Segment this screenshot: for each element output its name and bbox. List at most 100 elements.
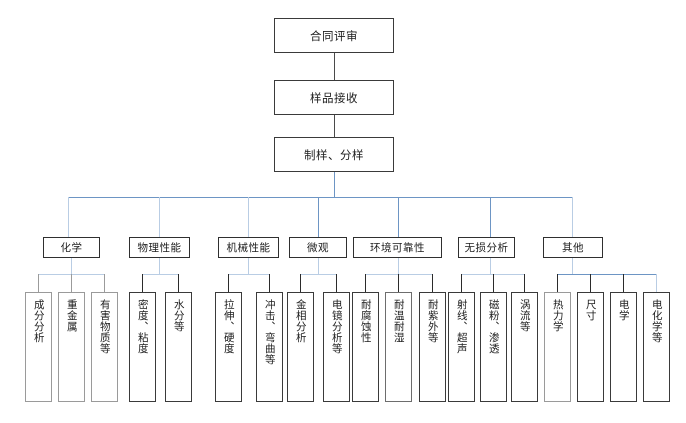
leaf-label: 成分分析	[32, 299, 45, 343]
leaf-composition-analysis[interactable]: 成分分析	[25, 292, 52, 402]
connector-nondestructive-child-3	[524, 274, 525, 292]
connector-others-child-4	[656, 274, 657, 292]
connector-environmental-child-2	[398, 274, 399, 292]
connector-receiving-to-preparation	[334, 115, 335, 137]
main-branch-bus	[68, 197, 573, 198]
connector-bus-to-mechanical	[248, 197, 249, 237]
connector-others-child-2	[590, 274, 591, 292]
leaf-label: 电镜分析等	[330, 299, 343, 354]
connector-bus-to-nondestructive	[490, 197, 491, 237]
category-non-destructive-analysis[interactable]: 无损分析	[458, 237, 515, 258]
connector-preparation-to-bus	[334, 172, 335, 197]
connector-environmental-child-3	[432, 274, 433, 292]
category-others[interactable]: 其他	[543, 237, 603, 258]
connector-others-child-1	[557, 274, 558, 292]
connector-bus-to-chemistry	[68, 197, 69, 237]
category-microscopic[interactable]: 微观	[289, 237, 347, 258]
leaf-heavy-metals[interactable]: 重金属	[58, 292, 85, 402]
leaf-label: 射线、超声	[455, 299, 468, 354]
leaf-electrochemistry[interactable]: 电化学等	[643, 292, 670, 402]
sub-bus-others	[557, 274, 656, 275]
connector-microscopic-child-1	[300, 274, 301, 292]
connector-physical-child-2	[178, 274, 179, 292]
category-environmental-reliability[interactable]: 环境可靠性	[353, 237, 442, 258]
category-label: 其他	[562, 242, 584, 254]
leaf-label: 金相分析	[294, 299, 307, 343]
connector-environmental-stem	[398, 258, 399, 274]
connector-physical-child-1	[142, 274, 143, 292]
connector-microscopic-stem	[318, 258, 319, 274]
connector-chemistry-stem	[71, 258, 72, 274]
connector-microscopic-child-2	[336, 274, 337, 292]
connector-mechanical-stem	[248, 258, 249, 274]
leaf-label: 拉伸、硬度	[222, 299, 235, 354]
leaf-corrosion-resistance[interactable]: 耐腐蚀性	[352, 292, 379, 402]
leaf-tensile-hardness[interactable]: 拉伸、硬度	[215, 292, 242, 402]
connector-contract-to-receiving	[334, 53, 335, 80]
leaf-label: 电化学等	[650, 299, 663, 343]
connector-others-child-3	[623, 274, 624, 292]
leaf-temperature-humidity-resistance[interactable]: 耐温耐湿	[385, 292, 412, 402]
category-label: 化学	[60, 242, 83, 254]
node-label: 制样、分样	[304, 147, 364, 162]
connector-others-stem	[572, 258, 573, 274]
leaf-density-viscosity[interactable]: 密度、粘度	[129, 292, 156, 402]
connector-bus-to-environmental	[398, 197, 399, 237]
leaf-dimensions[interactable]: 尺寸	[577, 292, 604, 402]
leaf-electron-microscopy[interactable]: 电镜分析等	[323, 292, 350, 402]
category-label: 物理性能	[137, 242, 182, 254]
leaf-label: 密度、粘度	[136, 299, 149, 354]
leaf-uv-resistance[interactable]: 耐紫外等	[419, 292, 446, 402]
leaf-label: 水分等	[172, 299, 185, 332]
leaf-eddy-current[interactable]: 涡流等	[511, 292, 538, 402]
connector-chemistry-child-3	[104, 274, 105, 292]
category-mechanical-properties[interactable]: 机械性能	[218, 237, 279, 258]
leaf-hazardous-substances[interactable]: 有害物质等	[91, 292, 118, 402]
leaf-impact-bending[interactable]: 冲击、弯曲等	[256, 292, 283, 402]
leaf-label: 耐温耐湿	[392, 299, 405, 343]
sub-bus-microscopic	[300, 274, 336, 275]
leaf-label: 有害物质等	[98, 299, 111, 354]
leaf-label: 热力学	[551, 299, 564, 332]
node-label: 样品接收	[310, 90, 358, 105]
node-contract-review[interactable]: 合同评审	[274, 18, 394, 53]
leaf-label: 耐紫外等	[426, 299, 439, 343]
connector-mechanical-child-2	[269, 274, 270, 292]
leaf-metallographic-analysis[interactable]: 金相分析	[287, 292, 314, 402]
leaf-electrical[interactable]: 电学	[610, 292, 637, 402]
connector-nondestructive-child-1	[461, 274, 462, 292]
category-label: 机械性能	[226, 242, 271, 254]
category-label: 环境可靠性	[370, 242, 425, 254]
category-label: 微观	[307, 242, 329, 254]
leaf-moisture[interactable]: 水分等	[165, 292, 192, 402]
connector-mechanical-child-1	[228, 274, 229, 292]
leaf-label: 磁粉、渗透	[487, 299, 500, 354]
connector-chemistry-child-1	[38, 274, 39, 292]
sub-bus-nondestructive	[461, 274, 524, 275]
sub-bus-mechanical	[228, 274, 269, 275]
leaf-magnetic-particle-penetrant[interactable]: 磁粉、渗透	[480, 292, 507, 402]
connector-physical-stem	[159, 258, 160, 274]
category-physical-properties[interactable]: 物理性能	[129, 237, 190, 258]
connector-bus-to-microscopic	[318, 197, 319, 237]
leaf-radiography-ultrasonic[interactable]: 射线、超声	[448, 292, 475, 402]
node-sample-receiving[interactable]: 样品接收	[274, 80, 394, 115]
leaf-label: 冲击、弯曲等	[263, 299, 276, 365]
leaf-label: 尺寸	[584, 299, 597, 321]
leaf-label: 重金属	[65, 299, 78, 332]
sub-bus-physical	[142, 274, 178, 275]
connector-chemistry-child-2	[71, 274, 72, 292]
leaf-label: 耐腐蚀性	[359, 299, 372, 343]
category-chemistry[interactable]: 化学	[43, 237, 100, 258]
category-label: 无损分析	[464, 242, 509, 254]
node-label: 合同评审	[310, 28, 358, 43]
node-sample-preparation[interactable]: 制样、分样	[274, 137, 394, 172]
leaf-label: 电学	[617, 299, 630, 321]
leaf-thermodynamics[interactable]: 热力学	[544, 292, 571, 402]
connector-nondestructive-stem	[490, 258, 491, 274]
connector-environmental-child-1	[365, 274, 366, 292]
connector-bus-to-others	[572, 197, 573, 237]
connector-bus-to-physical	[159, 197, 160, 237]
connector-nondestructive-child-2	[493, 274, 494, 292]
